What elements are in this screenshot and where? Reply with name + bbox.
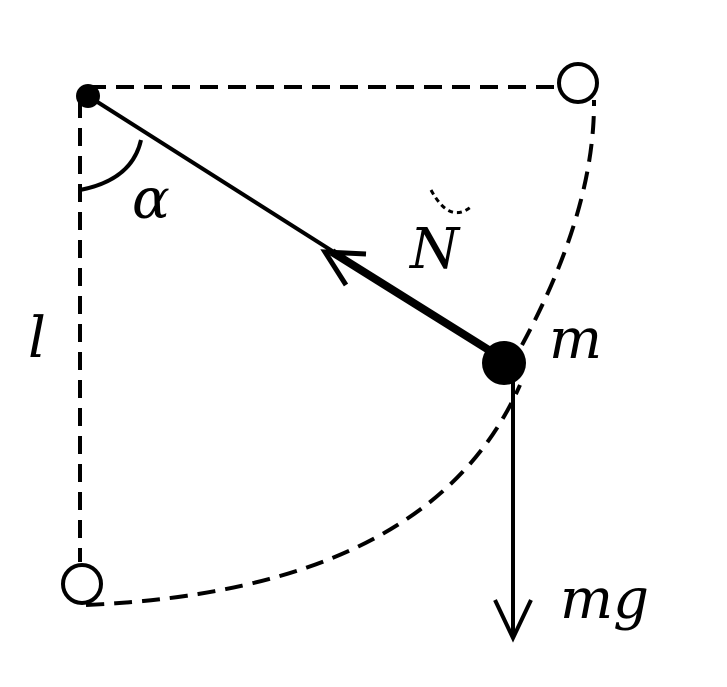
mass-bob	[482, 341, 526, 385]
weight-arrowhead	[493, 599, 533, 643]
position-marker-right	[557, 62, 599, 104]
mass-label: m	[549, 307, 602, 372]
angle-alpha-label: α	[132, 167, 170, 232]
weight-label: mg	[560, 567, 649, 632]
trajectory-arc	[85, 99, 597, 607]
normal-force-vector-mark	[429, 189, 473, 215]
angle-alpha-arc	[79, 139, 143, 192]
position-marker-bottom	[61, 563, 103, 605]
normal-force-label: N	[408, 217, 461, 282]
normal-force-arrowhead	[320, 249, 367, 287]
normal-force-vector	[329, 248, 503, 361]
length-label: l	[28, 306, 46, 371]
